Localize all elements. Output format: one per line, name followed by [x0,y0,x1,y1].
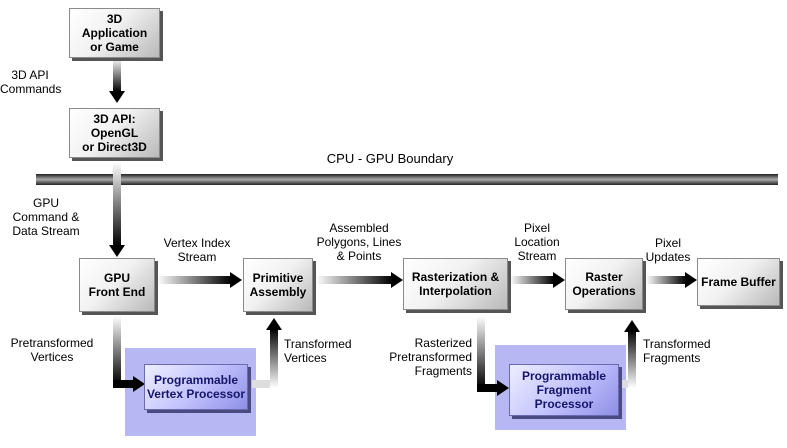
api-box: 3D API: OpenGL or Direct3D [69,108,160,158]
primitive-assembly-box: Primitive Assembly [243,258,313,312]
assembled-polygons-label: Assembled Polygons, Lines & Points [316,221,402,263]
pixel-location-stream-label: Pixel Location Stream [514,221,560,263]
frame-buffer-box: Frame Buffer [697,258,780,306]
vertex-processor-box: Programmable Vertex Processor [144,364,248,410]
gpu-front-end-box: GPU Front End [79,258,155,312]
arrow-vertex-processor-to-primitive-assembly [252,318,282,388]
rasterization-box: Rasterization & Interpolation [403,258,508,310]
rasterized-fragments-label: Rasterized Pretransformed Fragments [389,336,472,378]
arrow-front-end-to-primitive-assembly [157,272,242,288]
arrow-fragment-processor-to-raster-ops [620,320,640,388]
cpu-gpu-boundary-label: CPU - GPU Boundary [326,151,454,166]
arrow-front-end-to-vertex-processor [113,316,145,392]
gpu-command-stream-label: GPU Command & Data Stream [12,196,80,238]
raster-operations-box: Raster Operations [565,258,643,310]
api-commands-label: 3D API Commands [0,68,62,96]
fragment-processor-box: Programmable Fragment Processor [509,364,619,416]
arrow-primitive-assembly-to-rasterization [316,272,403,288]
arrow-raster-ops-to-frame-buffer [646,272,697,288]
arrow-api-to-front-end [109,162,125,257]
pixel-updates-label: Pixel Updates [645,236,691,264]
cpu-gpu-boundary-bar [36,174,778,185]
vertex-index-stream-label: Vertex Index Stream [163,236,231,264]
application-box: 3D Application or Game [69,8,160,58]
arrow-rasterization-to-raster-ops [510,272,565,288]
pretransformed-vertices-label: Pretransformed Vertices [10,336,94,364]
transformed-vertices-label: Transformed Vertices [284,337,352,365]
arrow-app-to-api [109,58,125,103]
arrow-rasterization-to-fragment-processor [477,316,509,396]
transformed-fragments-label: Transformed Fragments [643,337,711,365]
